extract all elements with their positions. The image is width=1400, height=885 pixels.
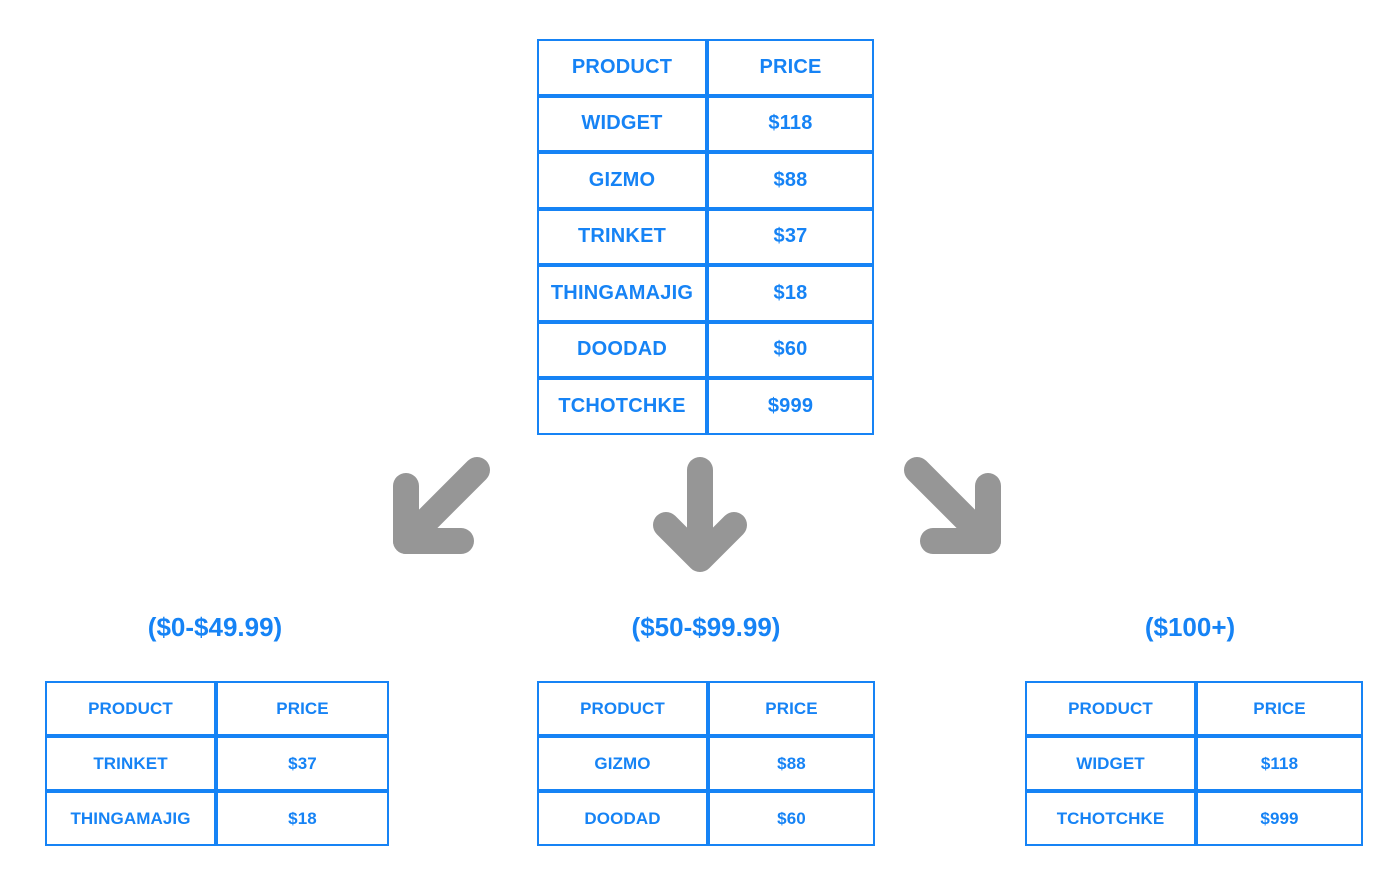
cell-product: WIDGET: [537, 95, 707, 152]
cell-price: $118: [707, 95, 874, 152]
bucket-caption-mid: ($50-$99.99): [631, 612, 781, 642]
column-header-product: PRODUCT: [1025, 681, 1196, 736]
table-header-row: PRODUCT PRICE: [45, 681, 389, 736]
bucket-table-high: PRODUCT PRICE WIDGET $118 TCHOTCHKE $999: [1025, 681, 1363, 846]
column-header-price: PRICE: [707, 39, 874, 96]
column-header-product: PRODUCT: [537, 681, 708, 736]
bucket-table-mid: PRODUCT PRICE GIZMO $88 DOODAD $60: [537, 681, 875, 846]
column-header-price: PRICE: [216, 681, 389, 736]
table-row: WIDGET $118: [1025, 736, 1363, 791]
table-header-row: PRODUCT PRICE: [537, 681, 875, 736]
table-row: TCHOTCHKE $999: [537, 378, 874, 435]
cell-product: TCHOTCHKE: [537, 378, 707, 435]
table-row: TCHOTCHKE $999: [1025, 791, 1363, 846]
cell-price: $37: [707, 208, 874, 265]
cell-product: GIZMO: [537, 736, 708, 791]
cell-product: THINGAMAJIG: [45, 791, 216, 846]
table-row: DOODAD $60: [537, 321, 874, 378]
table-row: TRINKET $37: [45, 736, 389, 791]
cell-product: THINGAMAJIG: [537, 265, 707, 322]
cell-price: $999: [1196, 791, 1363, 846]
table-row: DOODAD $60: [537, 791, 875, 846]
cell-product: DOODAD: [537, 791, 708, 846]
bucket-caption-high: ($100+): [1144, 612, 1236, 642]
cell-price: $118: [1196, 736, 1363, 791]
cell-price: $18: [707, 265, 874, 322]
cell-price: $999: [707, 378, 874, 435]
cell-price: $37: [216, 736, 389, 791]
cell-price: $60: [708, 791, 875, 846]
arrow-down-icon: [653, 457, 747, 572]
table-row: WIDGET $118: [537, 95, 874, 152]
table-row: TRINKET $37: [537, 208, 874, 265]
table-row: THINGAMAJIG $18: [45, 791, 389, 846]
arrow-down-right-icon: [904, 457, 1001, 554]
column-header-price: PRICE: [708, 681, 875, 736]
cell-price: $88: [707, 152, 874, 209]
cell-price: $18: [216, 791, 389, 846]
column-header-product: PRODUCT: [537, 39, 707, 96]
column-header-product: PRODUCT: [45, 681, 216, 736]
table-header-row: PRODUCT PRICE: [537, 39, 874, 96]
cell-price: $88: [708, 736, 875, 791]
arrow-down-left-icon: [393, 457, 490, 554]
table-header-row: PRODUCT PRICE: [1025, 681, 1363, 736]
cell-product: DOODAD: [537, 321, 707, 378]
cell-product: TRINKET: [537, 208, 707, 265]
cell-price: $60: [707, 321, 874, 378]
bucket-caption-low: ($0-$49.99): [147, 612, 283, 642]
cell-product: TCHOTCHKE: [1025, 791, 1196, 846]
table-row: THINGAMAJIG $18: [537, 265, 874, 322]
master-product-table: PRODUCT PRICE WIDGET $118 GIZMO $88 TRIN…: [537, 39, 874, 435]
table-row: GIZMO $88: [537, 736, 875, 791]
column-header-price: PRICE: [1196, 681, 1363, 736]
bucket-table-low: PRODUCT PRICE TRINKET $37 THINGAMAJIG $1…: [45, 681, 389, 846]
cell-product: GIZMO: [537, 152, 707, 209]
cell-product: WIDGET: [1025, 736, 1196, 791]
cell-product: TRINKET: [45, 736, 216, 791]
table-row: GIZMO $88: [537, 152, 874, 209]
